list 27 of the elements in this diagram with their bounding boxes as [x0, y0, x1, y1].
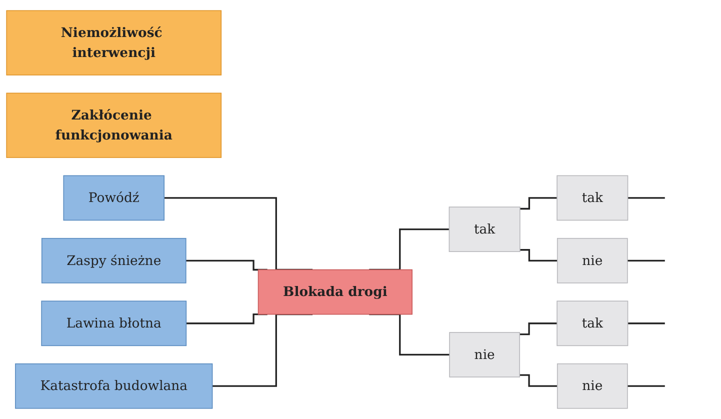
node-box: tak	[556, 175, 628, 221]
node-box: nie	[449, 332, 520, 378]
node-box: Zaspy śnieżne	[41, 238, 186, 284]
connector	[369, 228, 450, 271]
node-box: nie	[556, 363, 628, 409]
connector	[164, 197, 313, 271]
connector	[369, 313, 450, 356]
node-box: Blokada drogi	[258, 269, 413, 315]
connector	[520, 197, 558, 210]
connector	[628, 322, 665, 324]
node-box: nie	[556, 238, 628, 284]
node-box: Powódź	[63, 175, 165, 221]
node-box: tak	[556, 300, 628, 346]
node-box: tak	[448, 206, 520, 252]
node-box: Niemożliwość interwencji	[6, 10, 222, 76]
node-box: Zakłócenie funkcjonowania	[6, 92, 222, 158]
connector	[520, 322, 558, 336]
connector	[212, 313, 313, 387]
connector	[520, 249, 558, 262]
connector	[186, 313, 268, 324]
connector	[186, 260, 268, 271]
connector	[628, 197, 665, 199]
connector	[627, 260, 665, 262]
connector	[627, 385, 665, 387]
node-box: Lawina błotna	[41, 300, 187, 346]
node-box: Katastrofa budowlana	[15, 363, 213, 409]
connector	[520, 374, 558, 387]
